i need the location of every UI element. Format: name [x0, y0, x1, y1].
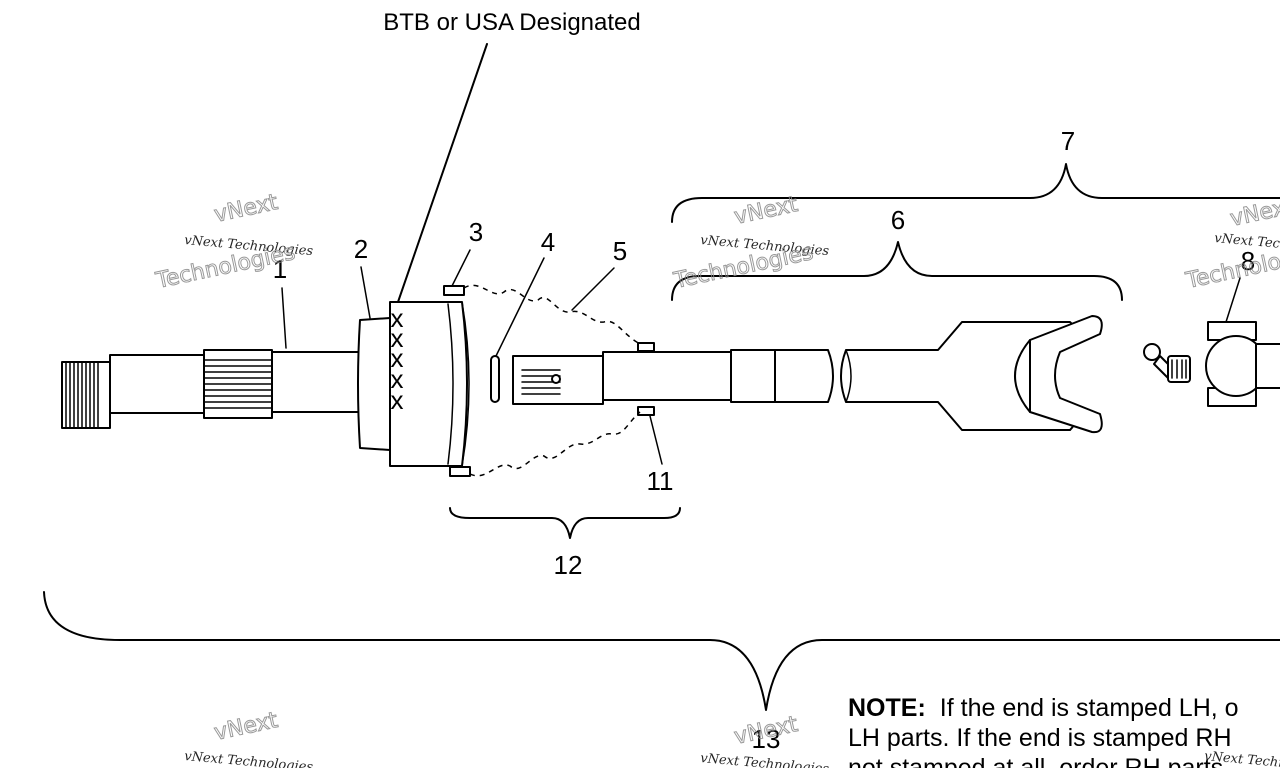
watermark: vNext vNext Technologies Technologies	[1183, 193, 1280, 294]
bracket-6	[671, 241, 1123, 301]
bracket-13	[43, 591, 1280, 711]
watermark: vNext vNext Technologies	[700, 711, 830, 768]
callout-6: 6	[891, 205, 905, 235]
cv-boot-outline-bottom	[469, 411, 641, 477]
snap-ring	[490, 355, 500, 403]
watermark: vNext vNext Technologies Technologies	[153, 189, 314, 294]
boot-clamp-small-top	[637, 342, 655, 352]
boot-clamp-small-bottom	[637, 406, 655, 416]
svg-text:vNext: vNext	[212, 708, 280, 746]
note-text-1: If the end is stamped LH, o	[940, 694, 1239, 722]
note-line-2: LH parts. If the end is stamped RH	[848, 724, 1232, 752]
stamp-mark: x	[391, 323, 404, 353]
callout-4: 4	[541, 227, 555, 257]
designation-leader-line	[397, 43, 488, 303]
boot-clamp-large-top	[443, 285, 465, 296]
svg-text:vNext: vNext	[1228, 194, 1280, 232]
callout-5: 5	[613, 236, 627, 266]
stamp-mark: x	[391, 303, 404, 333]
axle-shaft-with-yoke	[512, 315, 1103, 434]
bracket-7	[671, 163, 1280, 223]
svg-text:vNext Technologies: vNext Technologies	[1204, 749, 1280, 768]
bracket-12	[449, 507, 681, 539]
cv-boot-outline-top	[463, 284, 641, 345]
leader-2	[360, 266, 371, 319]
boot-clamp-large-bottom	[449, 466, 471, 477]
note-line-1: NOTE: If the end is stamped LH, o	[848, 694, 1239, 722]
svg-text:vNext Technologies: vNext Technologies	[184, 749, 314, 768]
watermark: vNext vNext Technologies	[184, 707, 314, 768]
stamp-mark: x	[391, 343, 404, 373]
leader-1	[281, 287, 287, 349]
watermark: vNext Technologies	[1204, 749, 1280, 768]
watermark: vNext vNext Technologies Technologies	[671, 191, 830, 294]
callout-2: 2	[354, 234, 368, 264]
cv-joint-housing	[357, 301, 470, 467]
assembly-note: NOTE: If the end is stamped LH, o LH part…	[848, 694, 1239, 768]
callout-12: 12	[554, 550, 583, 580]
stamp-mark: x	[391, 385, 404, 415]
leader-8	[1225, 277, 1241, 323]
callout-3: 3	[469, 217, 483, 247]
callout-7: 7	[1061, 126, 1075, 156]
stamp-mark: x	[391, 364, 404, 394]
leader-11	[649, 415, 663, 465]
note-line-3: not stamped at all, order RH parts	[848, 754, 1223, 768]
callout-8: 8	[1241, 246, 1255, 276]
leader-4	[495, 257, 545, 357]
svg-text:vNext: vNext	[212, 190, 280, 228]
u-joint-cross	[1205, 321, 1280, 407]
leader-5	[571, 267, 615, 311]
leader-3	[451, 249, 471, 287]
grease-fitting	[1143, 343, 1191, 383]
inner-stub-shaft	[61, 349, 361, 429]
callout-1: 1	[273, 254, 287, 284]
callout-13: 13	[752, 724, 781, 754]
designation-label: BTB or USA Designated	[383, 9, 640, 36]
note-lead: NOTE:	[848, 694, 926, 722]
callout-11: 11	[647, 466, 674, 496]
